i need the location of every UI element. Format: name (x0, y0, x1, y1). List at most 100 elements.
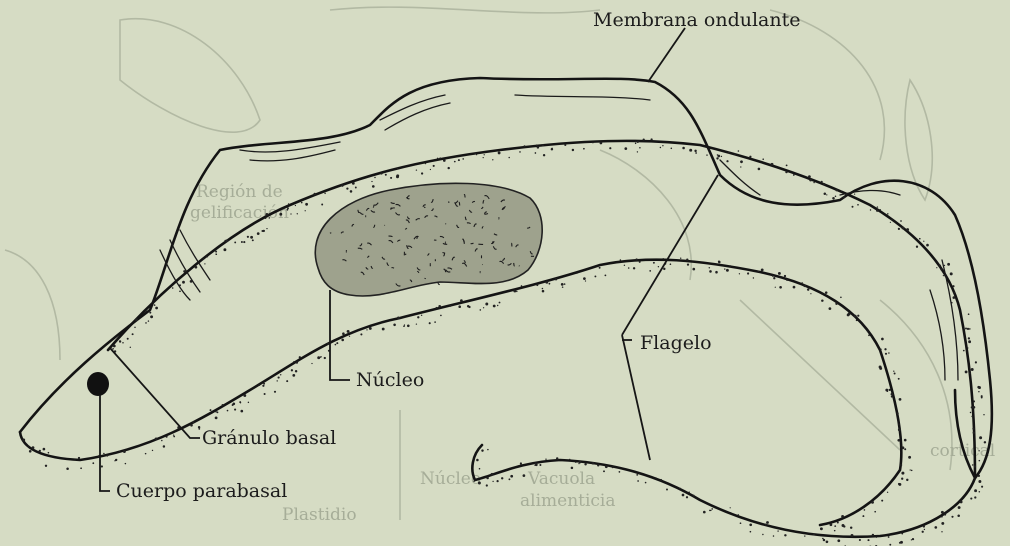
stipple-dot (262, 385, 264, 387)
stipple-dot (709, 510, 711, 512)
stipple-dot (897, 439, 900, 442)
stipple-dot (341, 339, 344, 342)
stipple-dot (311, 363, 312, 364)
stipple-dot (215, 411, 217, 413)
stipple-dot (856, 319, 858, 321)
stipple-dot (179, 290, 181, 292)
stipple-dot (628, 267, 630, 269)
stipple-dot (635, 141, 637, 143)
stipple-dot (119, 450, 120, 451)
stipple-dot (583, 148, 585, 150)
stipple-dot (224, 240, 226, 242)
stipple-dot (443, 159, 446, 162)
stipple-dot (879, 209, 881, 211)
stipple-dot (460, 299, 463, 302)
stipple-dot (603, 470, 605, 472)
stipple-dot (835, 303, 837, 305)
ghost-label-vacuola-line2: alimenticia (520, 491, 616, 511)
stipple-dot (970, 498, 972, 500)
stipple-dot (263, 230, 265, 232)
stipple-dot (823, 183, 825, 185)
stipple-dot (252, 239, 254, 241)
stipple-dot (971, 416, 973, 418)
stipple-dot (295, 205, 296, 206)
stipple-dot (899, 398, 902, 401)
stipple-dot (968, 313, 970, 315)
stipple-dot (592, 142, 594, 144)
stipple-dot (894, 373, 896, 375)
stipple-dot (609, 147, 611, 149)
stipple-dot (624, 265, 625, 266)
stipple-dot (968, 337, 970, 339)
stipple-dot (944, 265, 945, 266)
stipple-dot (940, 268, 942, 270)
stipple-dot (826, 194, 827, 195)
stipple-dot (301, 202, 303, 204)
stipple-dot (292, 374, 295, 377)
stipple-dot (223, 248, 226, 251)
stipple-dot (923, 525, 925, 527)
stipple-dot (758, 270, 760, 272)
stipple-dot (919, 238, 921, 240)
stipple-dot (637, 480, 639, 482)
stipple-dot (825, 291, 828, 294)
stipple-dot (911, 470, 913, 472)
stipple-dot (48, 452, 50, 454)
stipple-dot (510, 475, 513, 478)
stipple-dot (973, 406, 976, 409)
stipple-dot (859, 539, 861, 541)
stipple-dot (666, 489, 668, 491)
stipple-dot (658, 266, 659, 267)
stipple-dot (263, 383, 265, 385)
stipple-dot (924, 529, 925, 530)
stipple-dot (786, 279, 788, 281)
stipple-dot (467, 305, 469, 307)
label-flagelo: Flagelo (640, 332, 712, 354)
stipple-dot (843, 196, 845, 198)
stipple-dot (335, 344, 337, 346)
stipple-dot (747, 272, 749, 274)
stipple-dot (355, 187, 357, 189)
stipple-dot (703, 511, 706, 514)
stipple-dot (809, 179, 812, 182)
stipple-dot (571, 467, 574, 470)
stipple-dot (155, 437, 158, 440)
stipple-dot (612, 466, 614, 468)
stipple-dot (404, 324, 405, 325)
stipple-dot (711, 508, 713, 510)
stipple-dot (542, 144, 544, 146)
stipple-dot (637, 141, 639, 143)
stipple-dot (521, 285, 523, 287)
stipple-dot (687, 263, 689, 265)
stipple-dot (730, 507, 731, 508)
stipple-dot (227, 410, 229, 412)
stipple-dot (234, 409, 236, 411)
stipple-dot (210, 409, 212, 411)
stipple-dot (480, 309, 482, 311)
stipple-dot (454, 161, 456, 163)
stipple-dot (448, 167, 450, 169)
stipple-dot (274, 391, 276, 393)
nucleus (315, 183, 542, 296)
stipple-dot (721, 156, 722, 157)
stipple-dot (830, 523, 833, 526)
stipple-dot (972, 428, 974, 430)
stipple-dot (900, 220, 902, 222)
stipple-dot (740, 522, 742, 524)
stipple-dot (543, 154, 545, 156)
stipple-dot (232, 404, 234, 406)
stipple-dot (496, 480, 498, 482)
stipple-dot (957, 514, 960, 517)
stipple-dot (179, 284, 181, 286)
stipple-dot (968, 340, 971, 343)
stipple-dot (749, 156, 751, 158)
stipple-dot (884, 348, 886, 350)
stipple-dot (728, 152, 730, 154)
stipple-dot (715, 271, 718, 274)
stipple-dot (890, 222, 891, 223)
stipple-dot (476, 154, 477, 155)
stipple-dot (740, 160, 743, 163)
stipple-dot (854, 315, 857, 318)
stipple-dot (824, 192, 827, 195)
stipple-dot (173, 434, 174, 435)
